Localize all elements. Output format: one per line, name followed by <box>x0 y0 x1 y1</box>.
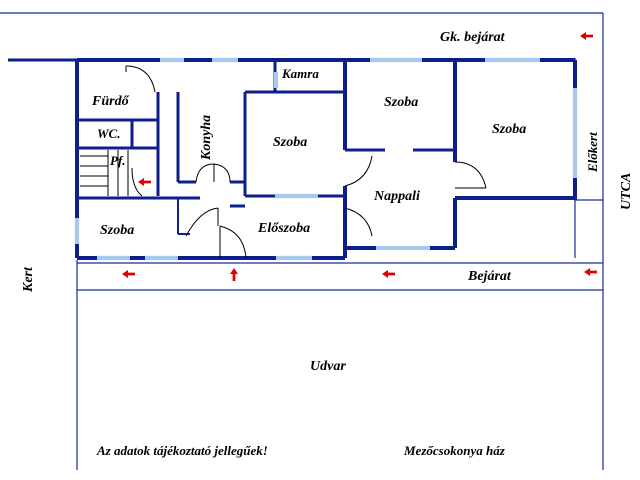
bejarat-arrow-icon <box>584 268 597 276</box>
room-label-eloszoba: Előszoba <box>257 221 310 236</box>
stairs-icon <box>80 150 129 196</box>
room-label-konyha: Konyha <box>199 115 214 161</box>
room-label-nappali: Nappali <box>373 189 420 204</box>
site-boundaries <box>0 12 604 470</box>
interior-walls <box>77 60 457 248</box>
gk-bejarat-arrow-icon <box>580 32 593 40</box>
room-label-pf: Pf. <box>110 153 126 168</box>
room-label-elokert: Előkert <box>585 132 600 173</box>
label-utca: UTCA <box>619 173 634 210</box>
room-label-szoba-right: Szoba <box>492 122 526 137</box>
room-label-szoba-left: Szoba <box>100 223 134 238</box>
room-label-wc: WC. <box>97 126 120 141</box>
room-label-szoba-mid: Szoba <box>273 135 307 150</box>
room-label-szoba-top: Szoba <box>384 95 418 110</box>
path-arrow-icon <box>382 270 395 278</box>
label-gk-bejarat: Gk. bejárat <box>440 30 506 45</box>
entrance-arrow-icon <box>230 268 238 281</box>
doors <box>125 65 487 259</box>
label-kert: Kert <box>21 266 36 293</box>
direction-arrows <box>122 32 597 281</box>
room-label-kamra: Kamra <box>281 66 319 81</box>
outer-walls <box>75 58 577 260</box>
path-arrow-icon <box>122 270 135 278</box>
label-bejarat: Bejárat <box>467 269 512 284</box>
disclaimer-note: Az adatok tájékoztató jellegűek! <box>96 443 268 458</box>
house-name-note: Mezőcsokonya ház <box>403 443 506 458</box>
stairs-arrow-icon <box>138 178 151 186</box>
windows <box>74 57 578 261</box>
room-label-furdo: Fürdő <box>91 94 130 109</box>
label-udvar: Udvar <box>310 359 346 374</box>
